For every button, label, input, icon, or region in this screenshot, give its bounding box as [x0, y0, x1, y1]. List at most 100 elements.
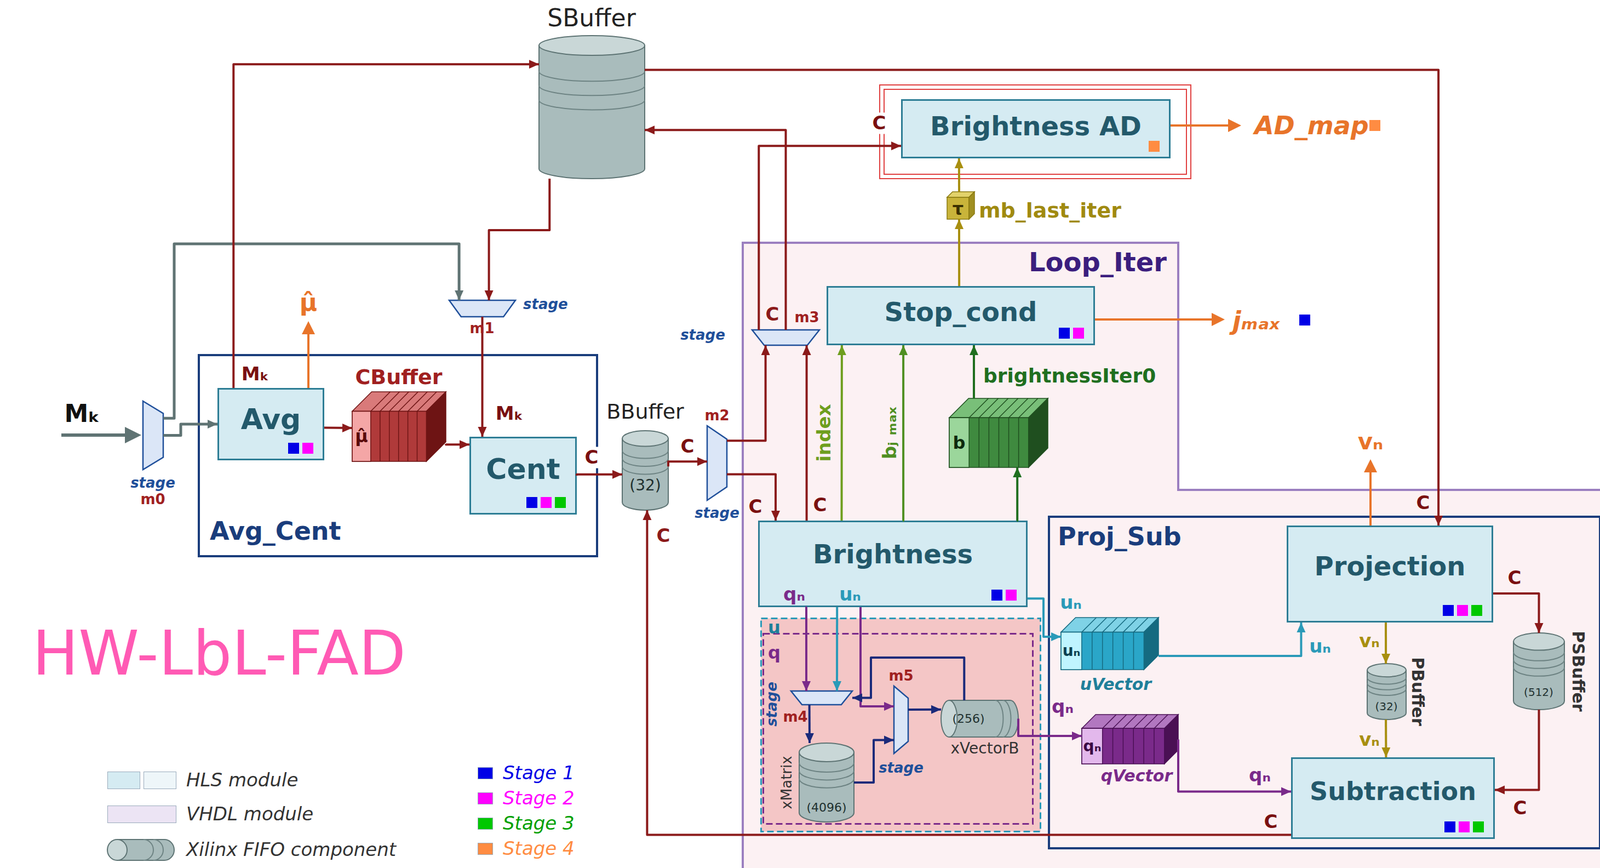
- arrowhead: [459, 439, 470, 449]
- shape-part: [949, 417, 1029, 468]
- shape-part: [408, 391, 428, 412]
- stage-mark: [554, 496, 566, 508]
- signal-label: jₘₐₓ: [1232, 306, 1280, 336]
- connector-line: [1493, 593, 1540, 633]
- process-box: Avg: [217, 387, 325, 461]
- arrowhead: [837, 345, 847, 355]
- shape-part: [1113, 714, 1127, 728]
- shape-part: [763, 633, 1034, 824]
- shape-part: [218, 388, 324, 460]
- output-arrow: [1369, 461, 1372, 526]
- arrowhead: [931, 704, 942, 714]
- arrowhead: [1381, 747, 1391, 758]
- shape-part: [1002, 700, 1012, 737]
- stage-mark: [1472, 821, 1484, 833]
- shape-part: [799, 778, 854, 788]
- shape-part: [752, 329, 820, 346]
- node-label: Avg_Cent: [209, 516, 342, 546]
- shape-part: [1112, 632, 1114, 670]
- edge-label: qₙ: [1247, 764, 1273, 786]
- connector-line: [644, 129, 787, 330]
- legend-swatch: [107, 771, 141, 789]
- shape-part: [407, 411, 409, 462]
- shape-part: [827, 287, 1095, 345]
- shape-part: [1008, 398, 1029, 418]
- process-box: Brightness AD: [901, 99, 1171, 159]
- arrowhead: [207, 419, 218, 429]
- connector-line: [481, 316, 484, 437]
- arrowhead: [832, 680, 842, 691]
- connector-line: [163, 243, 460, 418]
- register-cube: τmb_last_iter: [947, 191, 975, 220]
- connector: [801, 606, 811, 691]
- edge-label: C: [1414, 491, 1432, 514]
- shape-part: [1048, 516, 1600, 848]
- edge-label: uₙ: [837, 583, 863, 605]
- connector-line: [972, 345, 976, 399]
- shape-part: [1513, 632, 1565, 651]
- diagram-title: HW-LbL-FAD: [32, 617, 406, 689]
- stage-mark: [1458, 821, 1470, 833]
- mux-symbol-outline: [142, 400, 164, 470]
- edge-label: C: [1511, 796, 1529, 819]
- shape-part: [389, 391, 410, 412]
- arrowhead: [697, 456, 708, 466]
- connector-line: [835, 606, 839, 691]
- arrowhead: [1494, 785, 1505, 795]
- legend-swatch: [477, 792, 493, 805]
- stage-mark: [1442, 604, 1454, 616]
- connector: [908, 704, 942, 714]
- connector-line: [1384, 622, 1387, 664]
- edge-label: C: [679, 435, 697, 457]
- stage-mark: [1299, 314, 1311, 326]
- shape-part: [416, 411, 418, 462]
- ad-outline: [879, 84, 1191, 179]
- shape-part: [1028, 398, 1048, 468]
- stage-mark: [1148, 140, 1160, 152]
- shape-part: [947, 197, 969, 220]
- output-arrow: [1170, 124, 1240, 127]
- shape-part: [995, 700, 1004, 737]
- shape-part: [1143, 617, 1159, 670]
- shape-part: [1513, 651, 1565, 661]
- shape-part: [379, 411, 381, 462]
- edge-label: uₙ: [1058, 591, 1084, 613]
- edge-label: vₙ: [1357, 728, 1382, 750]
- shape-part: [1367, 688, 1407, 696]
- shape-part: [370, 391, 391, 412]
- input-arrow: [61, 433, 139, 437]
- shape-part: [1367, 677, 1407, 685]
- node-sublabel: PSBuffer: [1568, 630, 1588, 711]
- connector: [969, 345, 979, 399]
- shape-part: [1133, 632, 1135, 670]
- connector-line: [644, 70, 1439, 526]
- shape-part: [742, 242, 1600, 868]
- fifo-cylinder-outline: [622, 430, 669, 510]
- connector-line: [860, 606, 894, 707]
- legend-swatch: [477, 766, 493, 779]
- arrowhead: [1434, 515, 1443, 526]
- node-label: b: [953, 432, 966, 453]
- connector: [642, 509, 1292, 835]
- shape-part: [799, 742, 854, 762]
- legend-label: Stage 2: [502, 787, 575, 809]
- edge-label: uₙ: [1307, 635, 1333, 657]
- shape-part: [1367, 669, 1407, 720]
- node-label: Cent: [485, 452, 560, 486]
- fifo-cylinder: BBuffer(32): [622, 430, 669, 510]
- node-sublabel: xVectorB: [950, 739, 1019, 758]
- shape-part: [622, 458, 669, 467]
- node-label: Brightness AD: [930, 111, 1142, 142]
- connector: [576, 469, 623, 479]
- vhdl-region: Loop_Iterm3stageStop_condbBrightnessuqm4…: [741, 241, 1600, 868]
- connector: [853, 735, 894, 783]
- node-label: Avg: [241, 403, 302, 437]
- shape-part: [1122, 714, 1137, 728]
- connector: [1178, 739, 1292, 796]
- shape-part: [1061, 617, 1159, 633]
- shape-part: [398, 391, 419, 412]
- node-label: Subtraction: [1309, 776, 1477, 806]
- fifo-icon: [107, 839, 175, 860]
- connector-line: [726, 345, 766, 441]
